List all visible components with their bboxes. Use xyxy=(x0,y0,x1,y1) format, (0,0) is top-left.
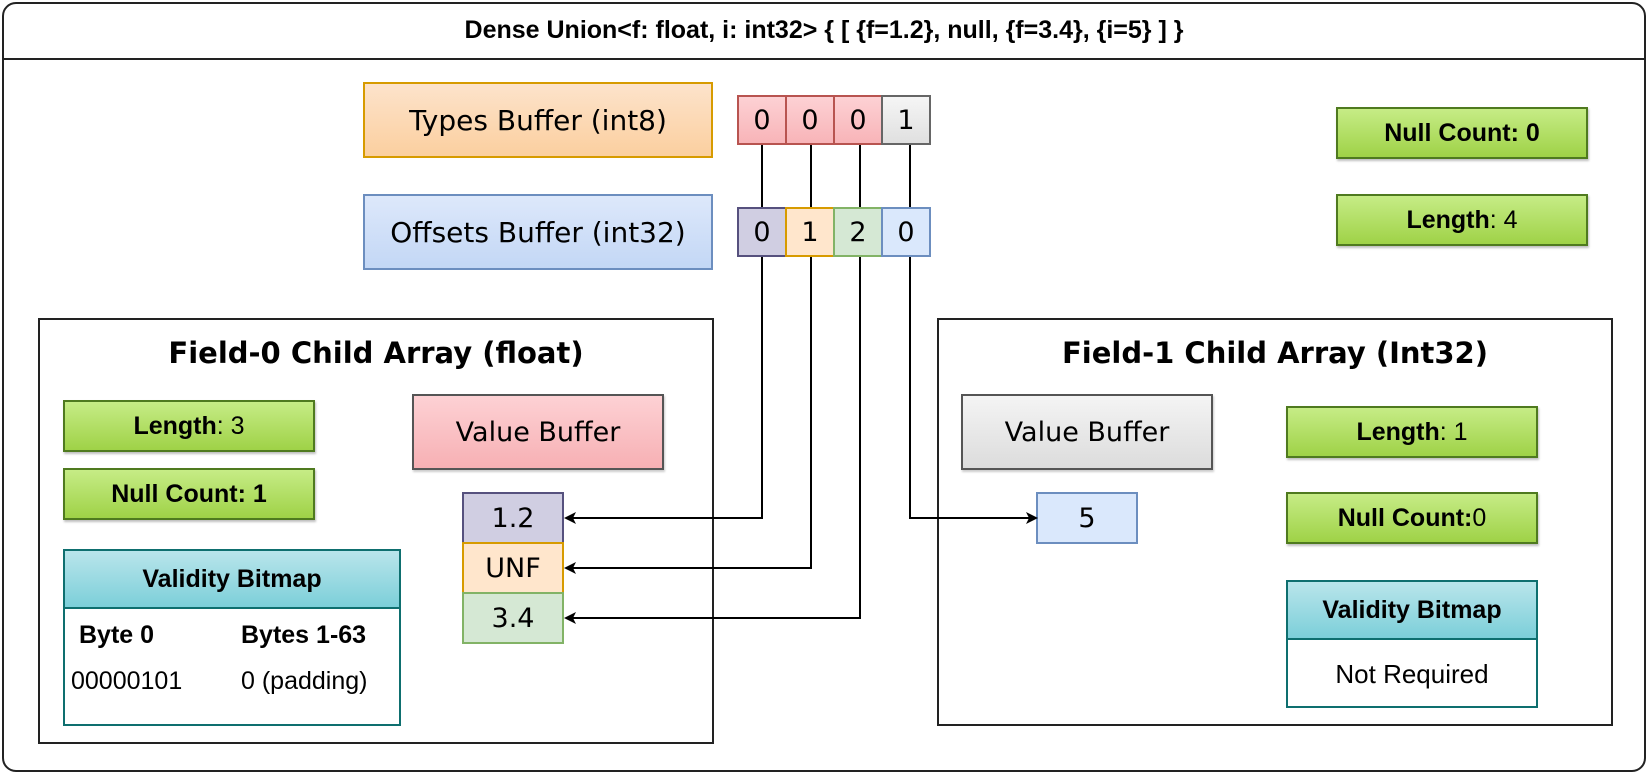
field1-null-count-value: 0 xyxy=(1472,503,1487,532)
types-cell-3: 1 xyxy=(881,95,931,145)
field0-bitmap-table: Byte 0 Bytes 1-63 00000101 0 (padding) xyxy=(65,609,399,726)
union-length-key: Length xyxy=(1406,205,1490,234)
offsets-buffer-cells: 0 1 2 0 xyxy=(737,207,931,257)
offset-3-arrow xyxy=(909,257,1038,524)
field0-null-count-key: Null Count: 1 xyxy=(111,479,267,508)
diagram-title: Dense Union<f: float, i: int32> { [ {f=1… xyxy=(2,2,1646,60)
field1-bitmap-body: Not Required xyxy=(1335,658,1489,689)
offsets-buffer-label: Offsets Buffer (int32) xyxy=(363,194,713,270)
union-null-count: Null Count: 0 xyxy=(1336,107,1588,159)
field1-length-value: : 1 xyxy=(1439,417,1468,446)
field0-bitmap-header-0: Byte 0 xyxy=(79,621,155,649)
field1-null-count: Null Count: 0 xyxy=(1286,492,1538,544)
field1-bitmap-title: Validity Bitmap xyxy=(1288,582,1536,640)
field0-bitmap-title: Validity Bitmap xyxy=(65,551,399,609)
field0-bitmap-cell-0: 00000101 xyxy=(71,667,183,695)
union-null-count-key: Null Count: 0 xyxy=(1384,118,1540,147)
offsets-cell-2: 2 xyxy=(833,207,883,257)
field0-null-count: Null Count: 1 xyxy=(63,468,315,520)
offsets-cell-0: 0 xyxy=(737,207,787,257)
types-cell-0: 0 xyxy=(737,95,787,145)
field1-value-buffer-label: Value Buffer xyxy=(961,394,1213,470)
offsets-cell-3: 0 xyxy=(881,207,931,257)
union-length: Length: 4 xyxy=(1336,194,1588,246)
field0-title: Field-0 Child Array (float) xyxy=(168,336,584,370)
field0-bitmap-header-1: Bytes 1-63 xyxy=(241,621,367,649)
field1-length: Length: 1 xyxy=(1286,406,1538,458)
field1-null-count-key: Null Count: xyxy=(1337,503,1473,532)
types-buffer-cells: 0 0 0 1 xyxy=(737,95,931,145)
field0-length-value: : 3 xyxy=(216,411,245,440)
union-length-value: : 4 xyxy=(1489,205,1518,234)
offset-2-arrow xyxy=(564,257,861,624)
field0-bitmap-cell-1: 0 (padding) xyxy=(241,667,368,695)
field1-value-0: 5 xyxy=(1036,492,1138,544)
field0-value-buffer-label: Value Buffer xyxy=(412,394,664,470)
offset-1-arrow xyxy=(564,257,812,574)
offset-0-arrow xyxy=(564,257,763,524)
offsets-cell-1: 1 xyxy=(785,207,835,257)
field1-title: Field-1 Child Array (Int32) xyxy=(1062,336,1488,370)
types-buffer-label: Types Buffer (int8) xyxy=(363,82,713,158)
field0-length: Length: 3 xyxy=(63,400,315,452)
field0-value-0: 1.2 xyxy=(462,492,564,544)
field0-length-key: Length xyxy=(133,411,217,440)
field0-validity-bitmap: Validity Bitmap Byte 0 Bytes 1-63 000001… xyxy=(63,549,401,726)
field0-value-2: 3.4 xyxy=(462,592,564,644)
field1-length-key: Length xyxy=(1356,417,1440,446)
field1-validity-bitmap: Validity Bitmap Not Required xyxy=(1286,580,1538,708)
